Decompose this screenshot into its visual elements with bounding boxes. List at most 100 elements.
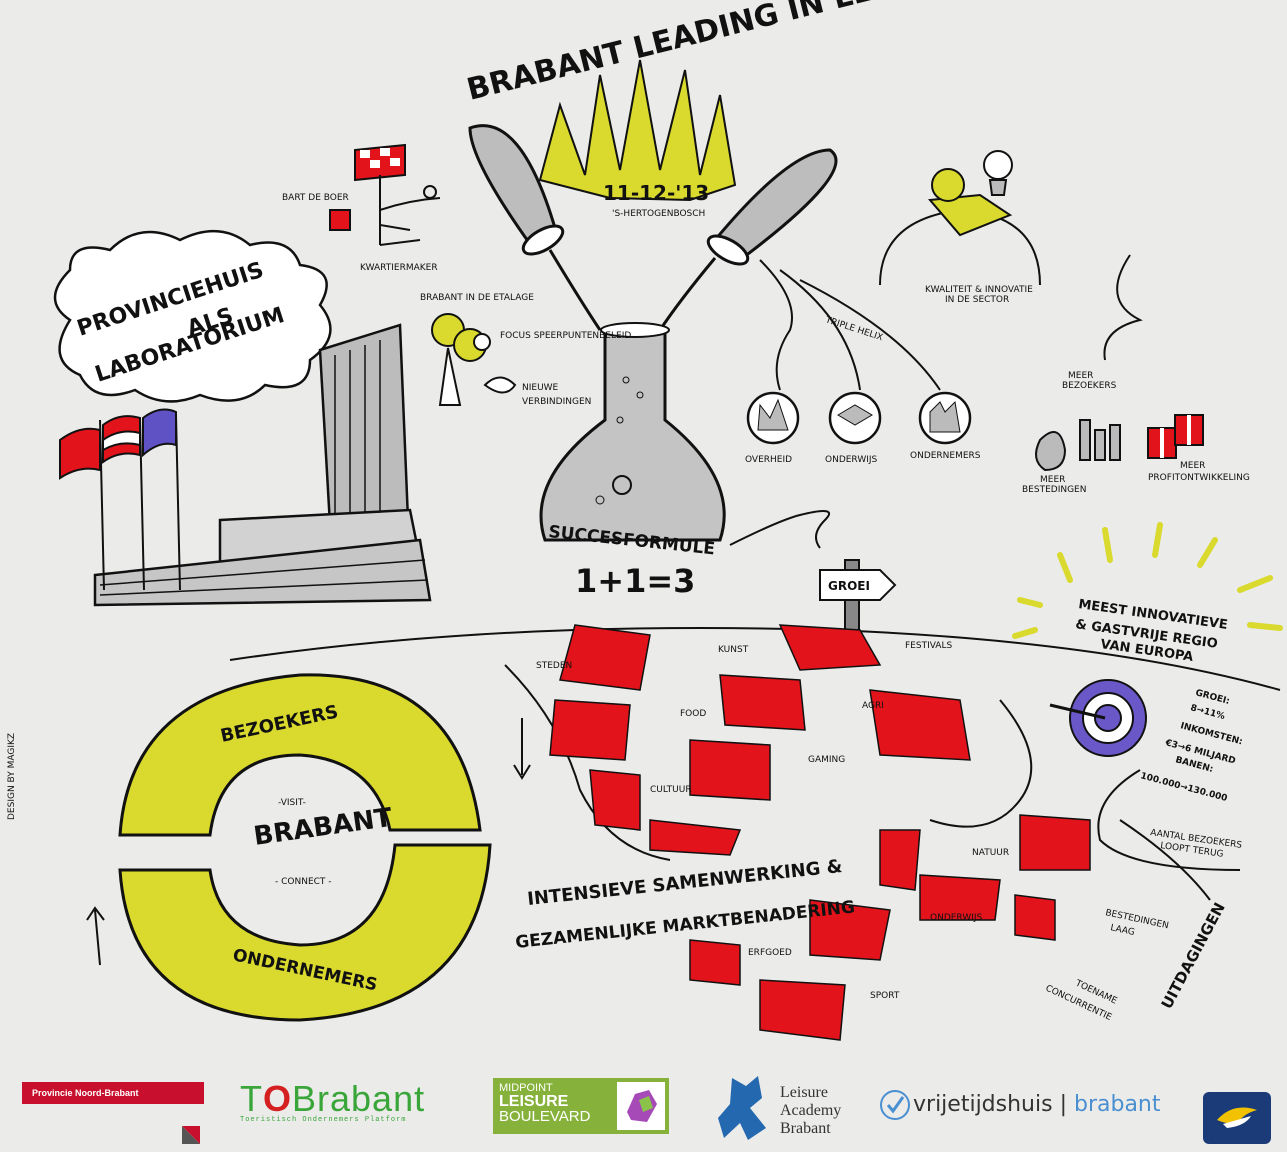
design-credit: DESIGN BY MAGIKZ bbox=[7, 733, 17, 820]
meer-best-1: MEER bbox=[1040, 475, 1065, 485]
check-circle-icon bbox=[880, 1090, 910, 1120]
handshake-icon bbox=[483, 376, 517, 394]
flask bbox=[539, 322, 726, 542]
title: BRABANT LEADING IN LEISURE bbox=[463, 0, 974, 108]
groei-signpost bbox=[819, 559, 897, 631]
mlb-line-3: BOULEVARD bbox=[499, 1108, 591, 1125]
board-label-7: CULTUUR bbox=[650, 785, 692, 795]
drawing: BRABANT LEADING IN LEISURE 11-12-'13 'S-… bbox=[7, 0, 1283, 1041]
event-place: 'S-HERTOGENBOSCH bbox=[612, 209, 705, 219]
vb-sep: | bbox=[1059, 1092, 1067, 1117]
helix-overheid-icon bbox=[746, 391, 800, 445]
person-figure bbox=[329, 143, 441, 246]
logo-strip: Provincie Noord-Brabant TOBrabant Toeris… bbox=[0, 1068, 1287, 1149]
board-label-4: FOOD bbox=[680, 709, 706, 719]
yellow-burst bbox=[538, 59, 737, 202]
board-label-10: ERFGOED bbox=[748, 948, 792, 958]
meer-winst-1: MEER bbox=[1180, 461, 1205, 471]
checkerboard bbox=[549, 624, 1091, 1041]
mlb-map-icon bbox=[617, 1082, 665, 1130]
cycle-center: BRABANT bbox=[252, 803, 394, 852]
lab-line-2: Academy bbox=[780, 1102, 842, 1119]
vb-name: vrijetijdshuis bbox=[913, 1092, 1053, 1117]
nieuwe-line-2: VERBINDINGEN bbox=[522, 397, 591, 407]
event-date: 11-12-'13 bbox=[603, 181, 709, 205]
board-label-5: AGRI bbox=[862, 701, 884, 711]
person-role: KWARTIERMAKER bbox=[360, 263, 438, 273]
meer-best-2: BESTEDINGEN bbox=[1022, 485, 1086, 495]
logo-midpoint-leisure-boulevard: MIDPOINT LEISURE BOULEVARD bbox=[493, 1078, 669, 1134]
samenwerking-line-1: INTENSIEVE SAMENWERKING & bbox=[526, 856, 843, 910]
board-label-8: NATUUR bbox=[972, 848, 1009, 858]
helix-item-2: ONDERWIJS bbox=[825, 455, 878, 465]
stat-6: 100.000→130.000 bbox=[1139, 771, 1228, 804]
provincie-mark-icon bbox=[182, 1126, 200, 1144]
nieuwe-line-1: NIEUWE bbox=[522, 383, 559, 393]
medal-icon bbox=[431, 313, 491, 406]
lab-figure-icon bbox=[718, 1076, 766, 1140]
helix-lines bbox=[759, 259, 941, 391]
meer-bezoekers-1: MEER bbox=[1068, 371, 1093, 381]
helix-ondernemers-icon bbox=[918, 391, 972, 445]
arrow-to-groei bbox=[729, 510, 831, 549]
tube-left bbox=[468, 124, 602, 331]
ch-2b: LAAG bbox=[1109, 923, 1135, 938]
logo-tobrabant: TOBrabant Toeristisch Ondernemers Platfo… bbox=[240, 1078, 425, 1124]
cycle-ring bbox=[118, 673, 492, 1022]
provinciehuis-building bbox=[93, 323, 432, 607]
logo-vrijetijdshuis-brabant: vrijetijdshuis | brabant bbox=[880, 1090, 1161, 1120]
stat-2: 8→11% bbox=[1189, 703, 1226, 722]
mlb-line-1: MIDPOINT bbox=[499, 1082, 553, 1094]
meer-bezoekers-2: BEZOEKERS bbox=[1062, 381, 1117, 391]
helix-item-3: ONDERNEMERS bbox=[910, 451, 981, 461]
lab-line-1: Leisure bbox=[780, 1084, 828, 1101]
helix-onderwijs-icon bbox=[828, 391, 882, 445]
arrow-down bbox=[513, 718, 531, 780]
board-label-3: FESTIVALS bbox=[905, 641, 952, 651]
kwaliteit-line-1: KWALITEIT & INNOVATIE bbox=[925, 285, 1033, 295]
stats: GROEI: 8→11% INKOMSTEN: €3→6 MILJARD BAN… bbox=[1139, 688, 1243, 804]
flask-formula: 1+1=3 bbox=[575, 562, 695, 600]
etalage-label: BRABANT IN DE ETALAGE bbox=[420, 293, 534, 303]
tob-t: T bbox=[240, 1078, 263, 1119]
board-label-9: ONDERWIJS bbox=[930, 913, 983, 923]
moneybag-icon bbox=[1035, 431, 1067, 472]
flags bbox=[59, 408, 181, 591]
mlb-line-2: LEISURE bbox=[499, 1093, 569, 1110]
goal-burst-rays bbox=[1012, 522, 1283, 639]
groei-sign-label: GROEI bbox=[828, 579, 870, 593]
logo-lvb bbox=[1203, 1092, 1271, 1144]
cycle-visit: -VISIT- bbox=[278, 798, 306, 808]
logo-leisure-academy-brabant: Leisure Academy Brabant bbox=[712, 1068, 841, 1148]
stat-1: GROEI: bbox=[1194, 688, 1230, 707]
logo-provincie-noord-brabant: Provincie Noord-Brabant bbox=[22, 1082, 204, 1104]
board-labels: STEDEN KUNST FESTIVALS FOOD AGRI GAMING … bbox=[536, 641, 1009, 1001]
target-icon bbox=[1049, 679, 1147, 757]
meer-winst-2: PROFITONTWIKKELING bbox=[1148, 473, 1250, 483]
challenges-title: UITDAGINGEN bbox=[1158, 900, 1229, 1012]
arrow-up bbox=[86, 906, 105, 966]
cycle-connect: - CONNECT - bbox=[275, 877, 332, 887]
board-label-1: STEDEN bbox=[536, 661, 572, 671]
tube-right bbox=[658, 148, 838, 331]
person-name: BART DE BOER bbox=[282, 193, 349, 203]
lightbulb-person bbox=[879, 150, 1041, 286]
board-label-2: KUNST bbox=[718, 645, 749, 655]
cloud bbox=[53, 229, 332, 403]
kwaliteit-line-2: IN DE SECTOR bbox=[945, 295, 1009, 305]
tob-brabant: Brabant bbox=[292, 1078, 426, 1119]
arrow-squiggle bbox=[1103, 254, 1143, 361]
board-label-11: SPORT bbox=[870, 991, 900, 1001]
helix-label: TRIPLE HELIX bbox=[823, 315, 884, 343]
tob-subtitle: Toeristisch Ondernemers Platform bbox=[240, 1116, 407, 1124]
board-label-6: GAMING bbox=[808, 755, 845, 765]
gift-icon bbox=[1147, 414, 1204, 459]
vb-brabant: brabant bbox=[1073, 1092, 1161, 1117]
tob-o: O bbox=[263, 1078, 293, 1119]
lvb-bird-icon bbox=[1217, 1107, 1257, 1128]
lab-line-3: Brabant bbox=[780, 1120, 831, 1137]
helix-item-1: OVERHEID bbox=[745, 455, 792, 465]
people-icon bbox=[1079, 419, 1121, 461]
focus-label: FOCUS SPEERPUNTENBELEID bbox=[500, 331, 631, 341]
